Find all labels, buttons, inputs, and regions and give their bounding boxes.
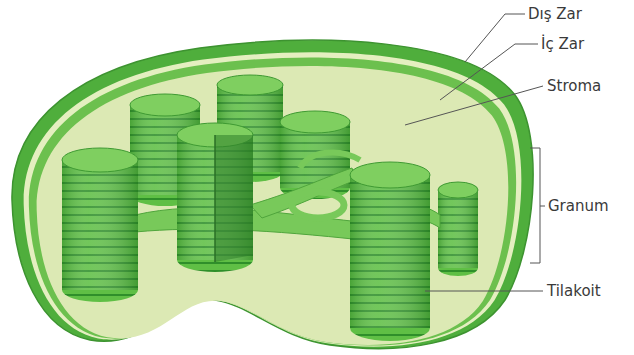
inner-membrane bbox=[29, 57, 516, 345]
intermembrane-space bbox=[24, 52, 522, 346]
granum-stack bbox=[350, 162, 430, 341]
outer-membrane bbox=[12, 40, 533, 348]
stroma-area bbox=[37, 66, 509, 345]
part-label: Dış Zar bbox=[528, 5, 582, 23]
granum-stack bbox=[177, 123, 253, 272]
part-label: Stroma bbox=[547, 77, 601, 95]
granum-stack bbox=[438, 182, 478, 276]
leader-lines bbox=[405, 14, 545, 291]
granum-stack bbox=[62, 148, 138, 302]
part-label: İç Zar bbox=[541, 35, 584, 53]
part-label: Tilakoit bbox=[547, 282, 601, 300]
part-label: Granum bbox=[548, 197, 609, 215]
